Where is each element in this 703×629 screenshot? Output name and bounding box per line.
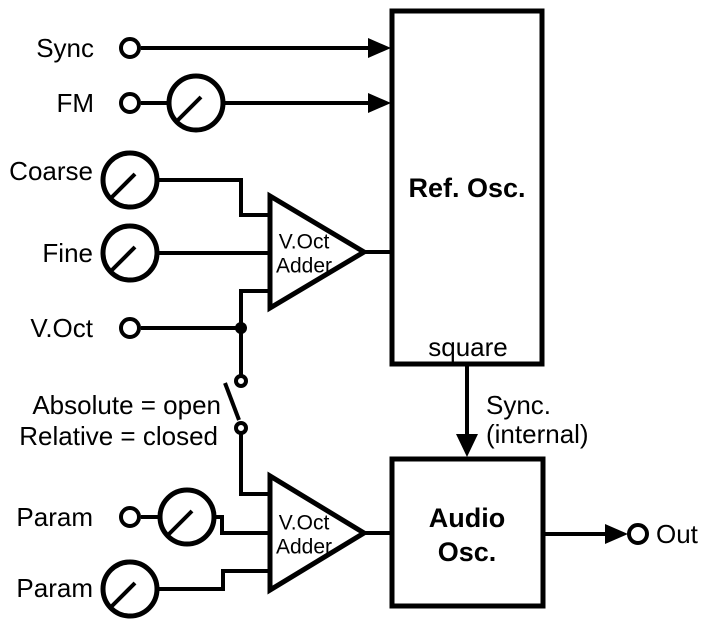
out-label: Out: [656, 519, 699, 549]
sync-arrowhead-icon: [368, 38, 391, 58]
ref-osc-block: [389, 8, 545, 367]
param-top-label: Param: [16, 502, 93, 532]
sync-label: Sync: [36, 33, 94, 63]
adder-bottom-label-line2: Adder: [276, 536, 332, 559]
coarse-knob-icon: [100, 150, 160, 210]
coarse-wire: [157, 178, 268, 217]
adder-top-label-line2: Adder: [276, 255, 332, 278]
coarse-label: Coarse: [9, 156, 93, 186]
out-jack-icon: [627, 523, 649, 545]
voct-label: V.Oct: [30, 313, 93, 343]
adder-bottom-label-line1: V.Oct: [279, 512, 330, 535]
switch-open-label: Absolute = open: [32, 390, 221, 420]
fm-jack-icon: [119, 92, 141, 114]
internal-sync-label-line1: Sync.: [486, 390, 551, 420]
internal-sync-label-line2: (internal): [486, 419, 589, 449]
voct-adder-bottom: [267, 471, 369, 595]
fine-label: Fine: [42, 238, 93, 268]
audio-osc-title-line2: Osc.: [438, 537, 497, 567]
voct-to-adder-wire: [239, 289, 268, 328]
param-top-wire: [214, 515, 268, 535]
sync-jack-icon: [119, 37, 141, 59]
internal-sync-arrowhead-icon: [456, 434, 478, 457]
param-top-jack-icon: [119, 506, 141, 528]
param-top-knob-icon: [157, 487, 217, 547]
param-bottom-knob-icon: [100, 559, 160, 619]
ref-osc-title: Ref. Osc.: [408, 173, 525, 203]
out-arrowhead-icon: [605, 524, 628, 544]
switch-icon: [223, 374, 248, 435]
fm-knob-icon: [166, 73, 226, 133]
audio-osc-block: [389, 456, 546, 609]
wires: [141, 46, 608, 591]
fine-knob-icon: [100, 223, 160, 283]
fm-label: FM: [56, 88, 94, 118]
switch-to-adder-wire: [239, 433, 268, 496]
param-bottom-wire: [157, 569, 268, 591]
adder-top-label-line1: V.Oct: [279, 231, 330, 254]
ref-osc-square-label: square: [428, 332, 508, 362]
voct-jack-icon: [119, 317, 141, 339]
fm-arrowhead-icon: [368, 93, 391, 113]
param-bottom-label: Param: [16, 573, 93, 603]
audio-osc-title-line1: Audio: [429, 503, 505, 533]
switch-closed-label: Relative = closed: [19, 421, 218, 451]
voct-adder-top: [267, 191, 369, 313]
junction-dot-icon: [235, 322, 247, 334]
